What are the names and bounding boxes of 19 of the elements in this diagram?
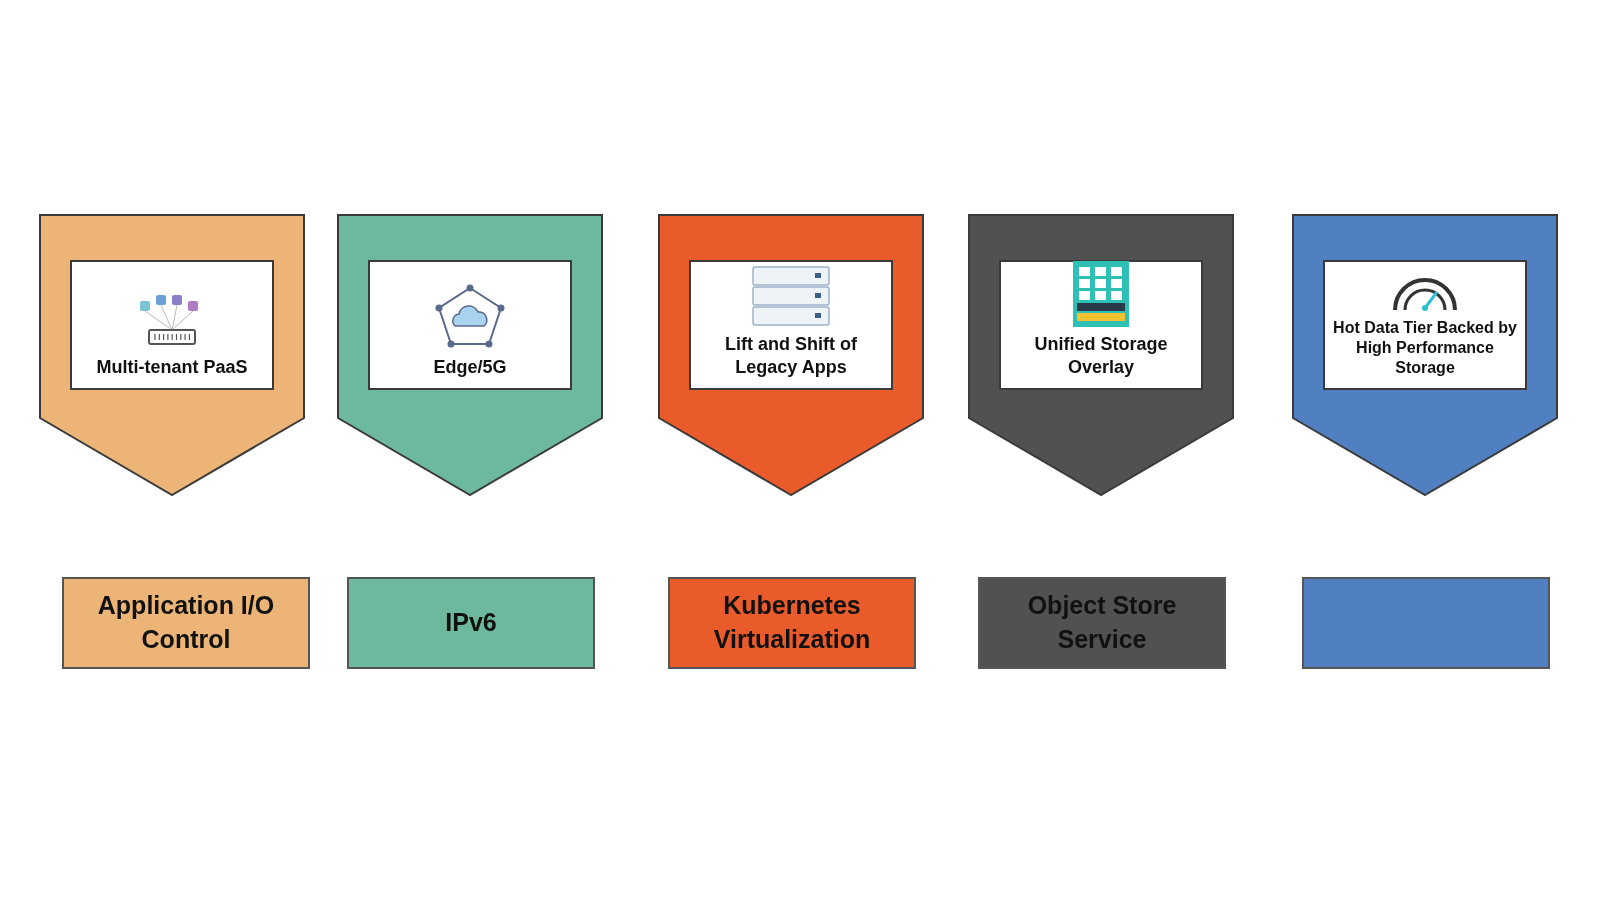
card: [368, 260, 572, 390]
feature-label: Object Store Service: [1026, 590, 1178, 655]
feature-box: [668, 577, 916, 669]
feature-label: Kubernetes Virtualization: [712, 590, 872, 655]
card-label: Edge/5G: [433, 355, 507, 378]
card: [1323, 260, 1527, 390]
card-label: Multi-tenant PaaS: [96, 355, 248, 378]
card: [70, 260, 274, 390]
feature-box: [978, 577, 1226, 669]
feature-box: [347, 577, 595, 669]
card: [689, 260, 893, 390]
feature-label: IPv6: [445, 607, 497, 639]
card: [999, 260, 1203, 390]
card-label: Lift and Shift of Legacy Apps: [724, 333, 858, 378]
card-label: Hot Data Tier Backed by High Performance Storage: [1332, 318, 1518, 378]
card-label: Unified Storage Overlay: [1033, 333, 1169, 378]
feature-label: Application I/O Control: [96, 590, 276, 655]
feature-box: [1302, 577, 1550, 669]
feature-box: [62, 577, 310, 669]
